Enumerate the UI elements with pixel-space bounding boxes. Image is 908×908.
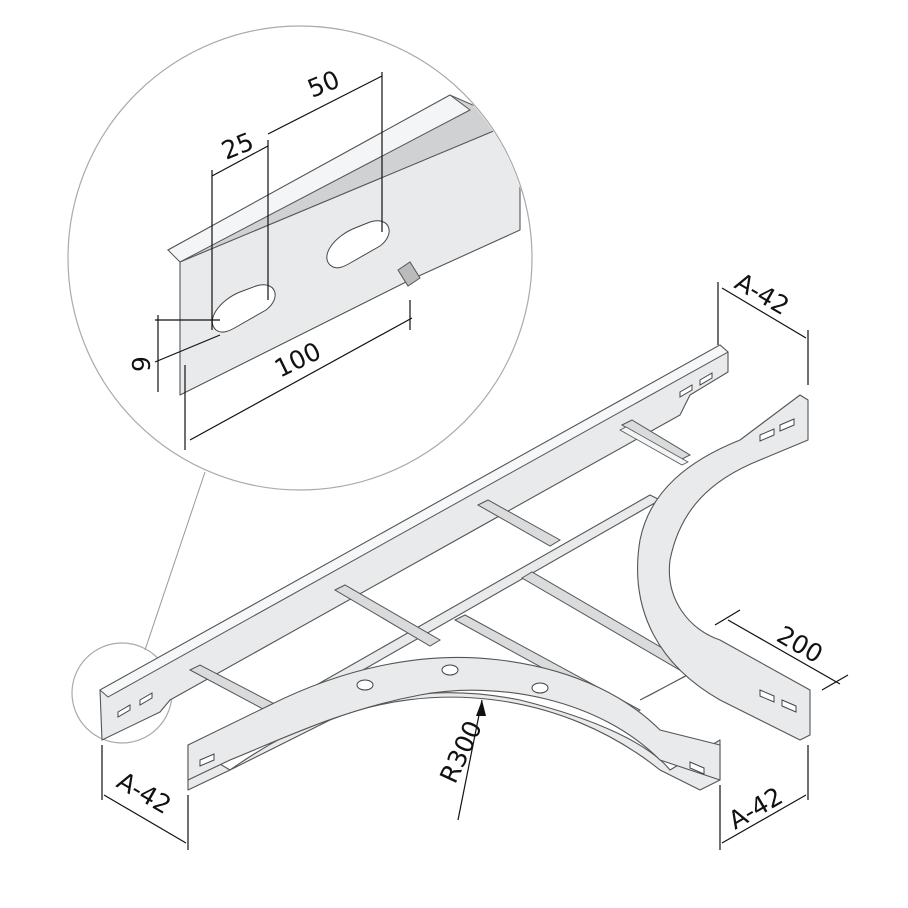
- right-bend-side: [637, 394, 811, 741]
- dim-width-left-label: A-42: [112, 766, 176, 820]
- lower-bend-face: [187, 656, 721, 781]
- main-rail-lip: [99, 344, 729, 698]
- dim-width-bottom-right-label: A-42: [724, 781, 788, 835]
- detail-rail-notch: [397, 261, 421, 287]
- detail-rail-top: [167, 94, 471, 263]
- detail-leader-line-1: [144, 471, 206, 651]
- detail-magnifier: 50 25 9 100: [67, 25, 533, 744]
- dim-bend-radius-label: R300: [434, 716, 488, 787]
- ladder-tee: [99, 344, 811, 791]
- detail-slot-2: [326, 220, 390, 269]
- dim-slot-height-label: 9: [127, 356, 156, 372]
- detail-slot-1: [211, 284, 276, 333]
- dim-width-top-right-label: A-42: [730, 267, 794, 321]
